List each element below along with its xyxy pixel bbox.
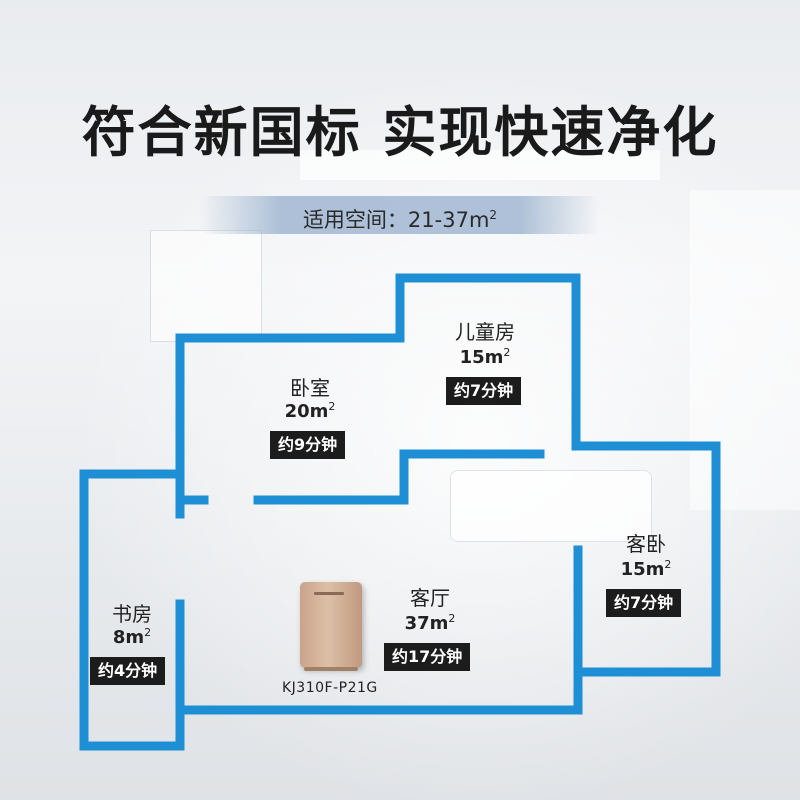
applicable-space-sup: 2 [489,208,498,222]
room-living-time: 约17分钟 [384,643,471,671]
subtitle-band [200,196,600,234]
room-guest-name: 客卧 [626,532,666,556]
room-study-area-value: 8m [112,627,145,648]
room-living-area-value: 37m [404,613,449,634]
room-living-area-sup: 2 [448,612,456,625]
room-guest-area-value: 15m [620,559,665,580]
wall-outer-top [175,273,721,677]
applicable-space-label: 适用空间：21-37m [302,208,490,232]
room-guest-area-sup: 2 [664,558,672,571]
room-study-name: 书房 [112,602,152,626]
purifier-logo-mark [314,592,344,595]
room-bedroom-area-value: 20m [284,401,329,422]
room-children-area-sup: 2 [503,346,511,359]
room-bedroom-time: 约9分钟 [270,431,346,459]
product-model: KJ310F-P21G [282,680,378,696]
room-guest-time: 约7分钟 [606,589,682,617]
wall-outer-left [79,333,583,751]
air-purifier-image [300,582,362,671]
room-living-name: 客厅 [410,586,450,610]
room-guest-area: 15m2 [586,558,706,580]
room-bedroom-area: 20m2 [250,400,370,422]
room-study-area-sup: 2 [144,626,152,639]
room-children-time: 约7分钟 [446,377,522,405]
page-title: 符合新国标 实现快速净化 [81,101,719,164]
wall-bedroom-bottom [253,449,545,505]
decor-window-right [690,190,800,510]
decor-ceiling-panel [300,150,660,180]
purifier-base [304,667,358,671]
room-children-area: 15m2 [425,346,545,368]
room-study-time: 约4分钟 [90,657,166,685]
room-children-name: 儿童房 [455,320,515,344]
decor-sofa [450,470,652,542]
applicable-space-text: 适用空间：21-37m2 [200,200,600,235]
room-bedroom-area-sup: 2 [328,400,336,413]
room-study-area: 8m2 [72,626,192,648]
decor-left-cabinet [150,230,262,342]
room-living-area: 37m2 [370,612,490,634]
room-children-area-value: 15m [459,347,504,368]
room-bedroom-name: 卧室 [290,376,330,400]
